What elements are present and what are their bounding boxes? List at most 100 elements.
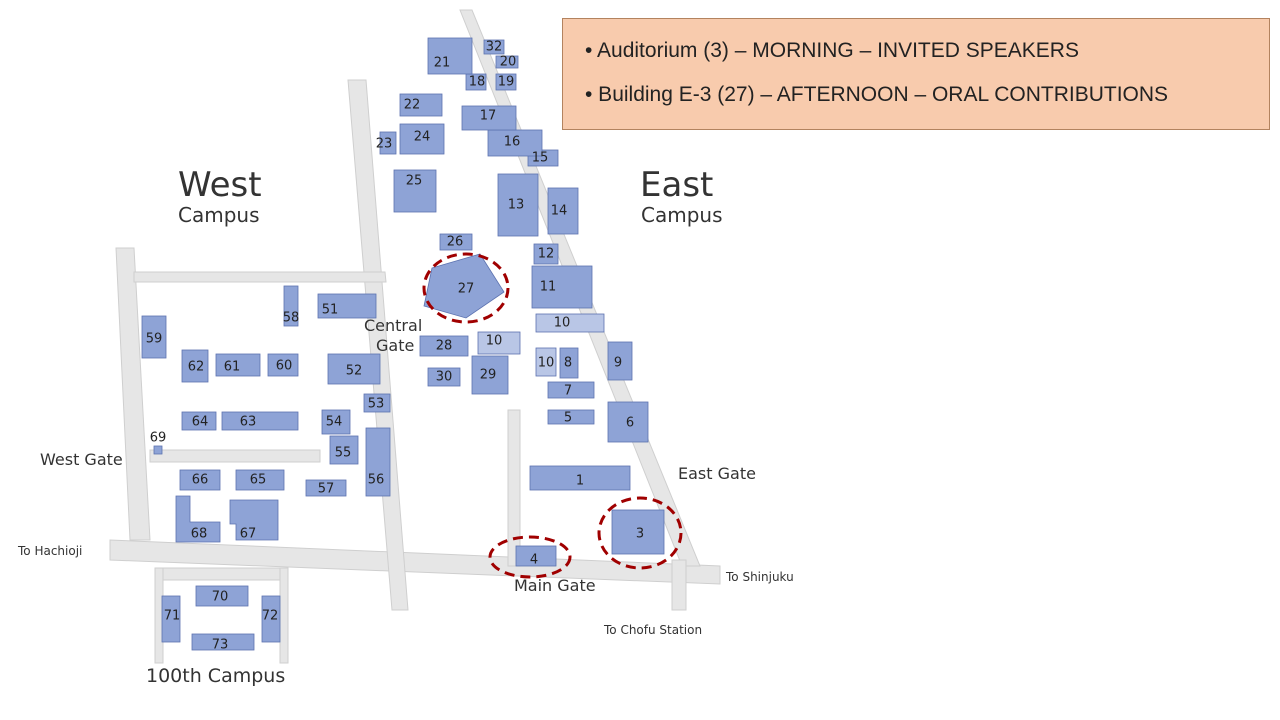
building-63[interactable] [221,411,299,431]
building-55[interactable] [329,435,359,465]
building-62[interactable] [181,349,209,383]
building-21[interactable] [427,37,473,75]
building-number: 13 [508,198,525,213]
building-number: 23 [376,137,393,152]
building-number: 30 [436,370,453,385]
building-6[interactable] [607,401,649,443]
building-1[interactable] [529,465,631,491]
building-3[interactable] [611,509,665,555]
building-18[interactable] [465,73,487,91]
building-28[interactable] [419,335,469,357]
building-12[interactable] [533,243,559,265]
building-7[interactable] [547,381,595,399]
building-22[interactable] [399,93,443,117]
building-number: 57 [318,482,335,497]
building-number: 3 [636,527,644,542]
building-60[interactable] [267,353,299,377]
building-30[interactable] [427,367,461,387]
building-number: 11 [540,280,557,295]
building-number: 22 [404,98,421,113]
building-17[interactable] [461,105,517,131]
building-number: 70 [212,590,229,605]
highlight-building-27 [422,252,510,324]
building-number: 12 [538,247,555,262]
building-number: 10 [538,356,555,371]
building-51[interactable] [317,293,377,319]
building-number: 4 [530,553,538,568]
map-labels: West Campus East Campus Central Gate Wes… [17,165,794,687]
building-10c[interactable] [535,347,557,377]
building-number: 15 [532,151,549,166]
highlight-building-4 [488,535,572,579]
highlight-building-3 [597,496,683,570]
building-64[interactable] [181,411,217,431]
building-number: 61 [224,360,241,375]
building-57[interactable] [305,479,347,497]
building-8[interactable] [559,347,579,379]
building-61[interactable] [215,353,261,377]
building-11[interactable] [531,265,593,309]
building-25[interactable] [393,169,437,213]
building-9[interactable] [607,341,633,381]
building-71[interactable] [161,595,181,643]
building-4[interactable] [515,545,557,567]
west-gate-label: West Gate [40,450,123,469]
building-number: 25 [406,174,423,189]
building-66[interactable] [179,469,221,491]
building-number: 5 [564,411,572,426]
building-65[interactable] [235,469,285,491]
building-number: 28 [436,339,453,354]
building-59[interactable] [141,315,167,359]
building-number: 66 [192,473,209,488]
building-number: 60 [276,359,293,374]
building-20[interactable] [495,55,519,69]
building-67[interactable] [229,499,279,541]
legend-morning: • Auditorium (3) – MORNING – INVITED SPE… [585,39,1079,62]
building-number: 65 [250,473,267,488]
building-19[interactable] [495,73,517,91]
building-16[interactable] [487,129,543,157]
building-73[interactable] [191,633,255,651]
building-58[interactable] [283,285,299,327]
building-number: 58 [283,311,300,326]
building-29[interactable] [471,355,509,395]
building-54[interactable] [321,409,351,435]
east-campus-subtitle: Campus [641,203,723,227]
building-number: 7 [564,384,572,399]
building-26[interactable] [439,233,473,251]
building-14[interactable] [547,187,579,235]
building-53[interactable] [363,393,391,413]
building-5[interactable] [547,409,595,425]
building-10b[interactable] [477,331,521,355]
building-27[interactable] [423,253,505,319]
building-number: 27 [458,282,475,297]
building-23[interactable] [379,131,397,155]
building-number: 72 [262,609,279,624]
building-number: 20 [500,55,517,70]
building-13[interactable] [497,173,539,237]
building-number: 32 [486,40,503,55]
building-number: 64 [192,415,209,430]
building-10a[interactable] [535,313,605,333]
building-number: 10 [486,334,503,349]
buildings [141,37,665,651]
central-gate-label-1: Central [364,316,422,335]
building-24[interactable] [399,123,445,155]
building-number: 67 [240,527,257,542]
building-number: 9 [614,356,622,371]
100th-campus-label: 100th Campus [146,665,285,687]
building-72[interactable] [261,595,281,643]
building-69[interactable] [153,445,163,455]
building-68[interactable] [175,495,221,543]
building-number: 8 [564,356,572,371]
building-70[interactable] [195,585,249,607]
building-56[interactable] [365,427,391,497]
building-32[interactable] [483,39,505,55]
east-gate-label: East Gate [678,464,756,483]
building-number: 24 [414,130,431,145]
building-number: 16 [504,135,521,150]
main-gate-label: Main Gate [514,576,596,595]
building-52[interactable] [327,353,381,385]
building-number: 54 [326,415,343,430]
